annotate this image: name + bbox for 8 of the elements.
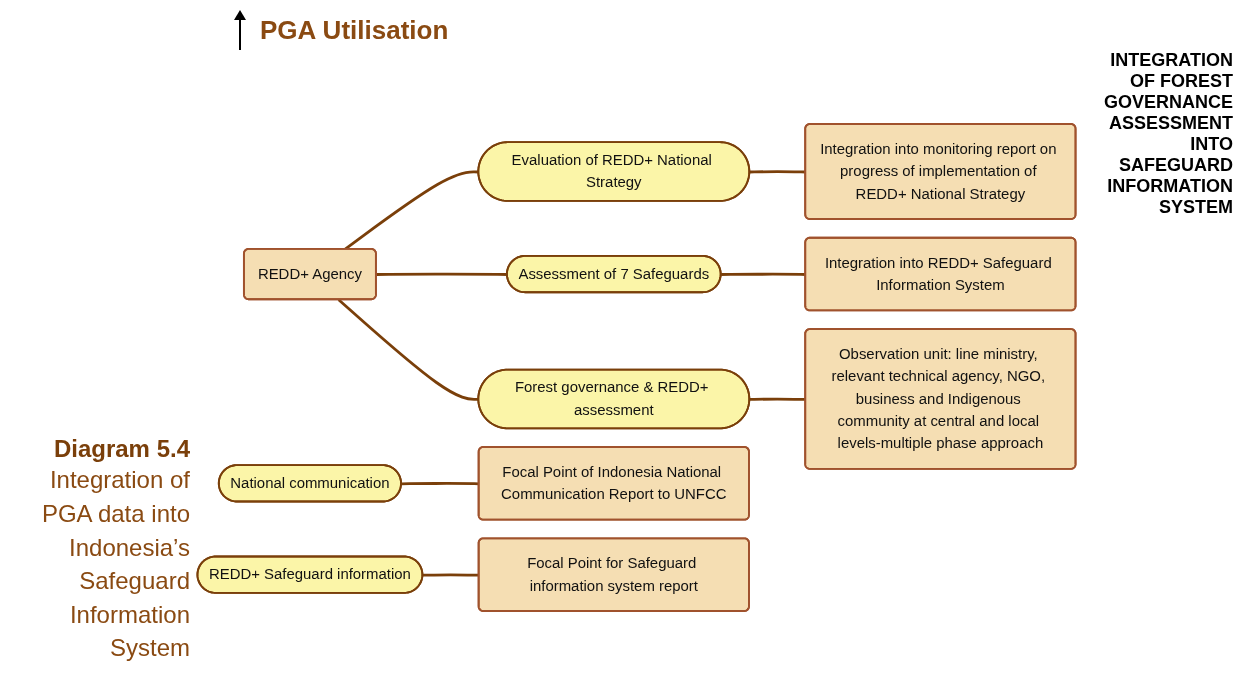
diagram-title: Diagram 5.4: [52, 435, 190, 464]
connector: [721, 272, 806, 276]
connector: [337, 298, 479, 401]
diagram-caption: Integration of PGA data into Indonesia’s Safeguard Information System: [40, 465, 190, 664]
connector: [749, 397, 806, 401]
connector: [749, 170, 806, 174]
side-heading: INTEGRATION OF FOREST GOVERNANCE ASSESSMENT INTO SAFEGUARD INFORMATION SYSTEM: [1103, 49, 1233, 219]
axis-label: PGA Utilisation: [260, 14, 449, 46]
